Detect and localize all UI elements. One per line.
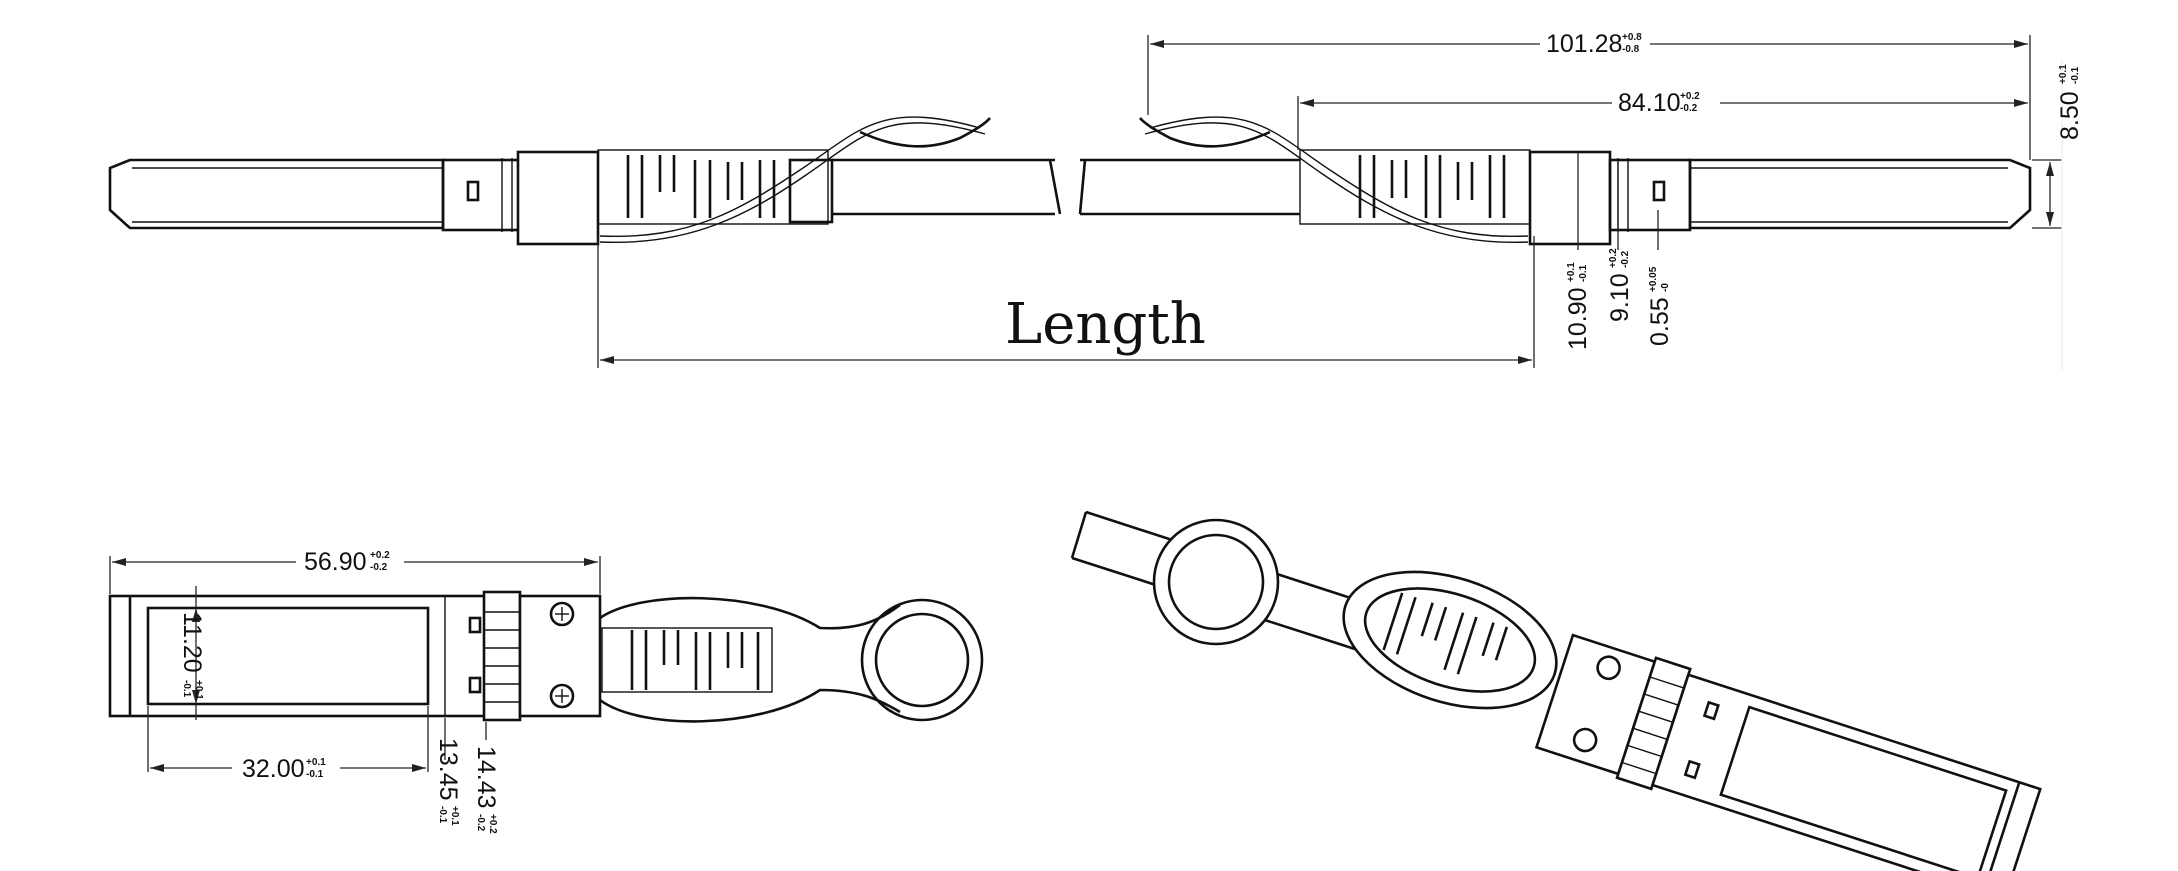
svg-text:+0.05: +0.05 (1648, 266, 1659, 292)
svg-text:+0.1: +0.1 (449, 806, 460, 826)
dim-boot-width: 9.10 +0.2 -0.2 (1606, 248, 1634, 322)
dim-window-length-tol-plus: +0.1 (306, 757, 326, 768)
dim-overall-tol-plus: +0.8 (1622, 32, 1642, 43)
dim-latch-width: 10.90 +0.1 -0.1 (1564, 262, 1592, 350)
dim-window-length-tol-minus: -0.1 (306, 769, 324, 780)
dim-module-length-tol-plus: +0.2 (370, 550, 390, 561)
svg-text:-0.1: -0.1 (437, 806, 448, 824)
length-label: Length (1005, 292, 1206, 357)
svg-text:8.50: 8.50 (2056, 91, 2084, 140)
svg-text:10.90: 10.90 (1564, 287, 1592, 350)
dim-window-length: 32.00 (242, 755, 305, 783)
connector-isometric-view (1070, 510, 2042, 871)
right-connector-side-view (1078, 116, 2032, 246)
dim-overall-tol-minus: -0.8 (1622, 44, 1640, 55)
svg-text:+0.1: +0.1 (193, 680, 204, 700)
svg-text:-0: -0 (1660, 283, 1671, 292)
top-view-dimension-lines (109, 556, 601, 772)
top-dimension-lines (597, 35, 2063, 370)
svg-text:14.43: 14.43 (472, 746, 500, 809)
dim-cable-side: 84.10 (1618, 89, 1681, 117)
svg-text:11.20: 11.20 (178, 612, 206, 673)
dim-head-height: 8.50 +0.1 -0.1 (2056, 64, 2084, 140)
left-connector-side-view (108, 116, 1062, 246)
dim-lip: 0.55 +0.05 -0 (1646, 266, 1674, 346)
dim-window-width: 11.20 +0.1 -0.1 (178, 612, 206, 700)
dim-cable-side-tol-plus: +0.2 (1680, 91, 1700, 102)
dim-head-depth-b: 14.43 +0.2 -0.2 (472, 746, 500, 834)
svg-text:9.10: 9.10 (1606, 273, 1634, 322)
svg-text:-0.2: -0.2 (475, 814, 486, 832)
dim-module-length-tol-minus: -0.2 (370, 562, 388, 573)
svg-text:+0.1: +0.1 (1566, 262, 1577, 282)
svg-text:+0.2: +0.2 (1608, 248, 1619, 268)
dim-cable-side-tol-minus: -0.2 (1680, 103, 1698, 114)
svg-text:+0.2: +0.2 (487, 814, 498, 834)
svg-text:13.45: 13.45 (434, 738, 462, 801)
svg-text:0.55: 0.55 (1646, 297, 1674, 346)
connector-top-view (108, 590, 984, 723)
dim-head-depth-a: 13.45 +0.1 -0.1 (434, 738, 462, 826)
dim-module-length: 56.90 (304, 548, 367, 576)
svg-text:-0.1: -0.1 (1578, 264, 1589, 282)
svg-text:-0.1: -0.1 (2070, 66, 2081, 84)
dim-overall: 101.28 (1546, 30, 1622, 58)
svg-text:+0.1: +0.1 (2058, 64, 2069, 84)
svg-text:-0.2: -0.2 (1620, 250, 1631, 268)
svg-text:-0.1: -0.1 (181, 680, 192, 698)
